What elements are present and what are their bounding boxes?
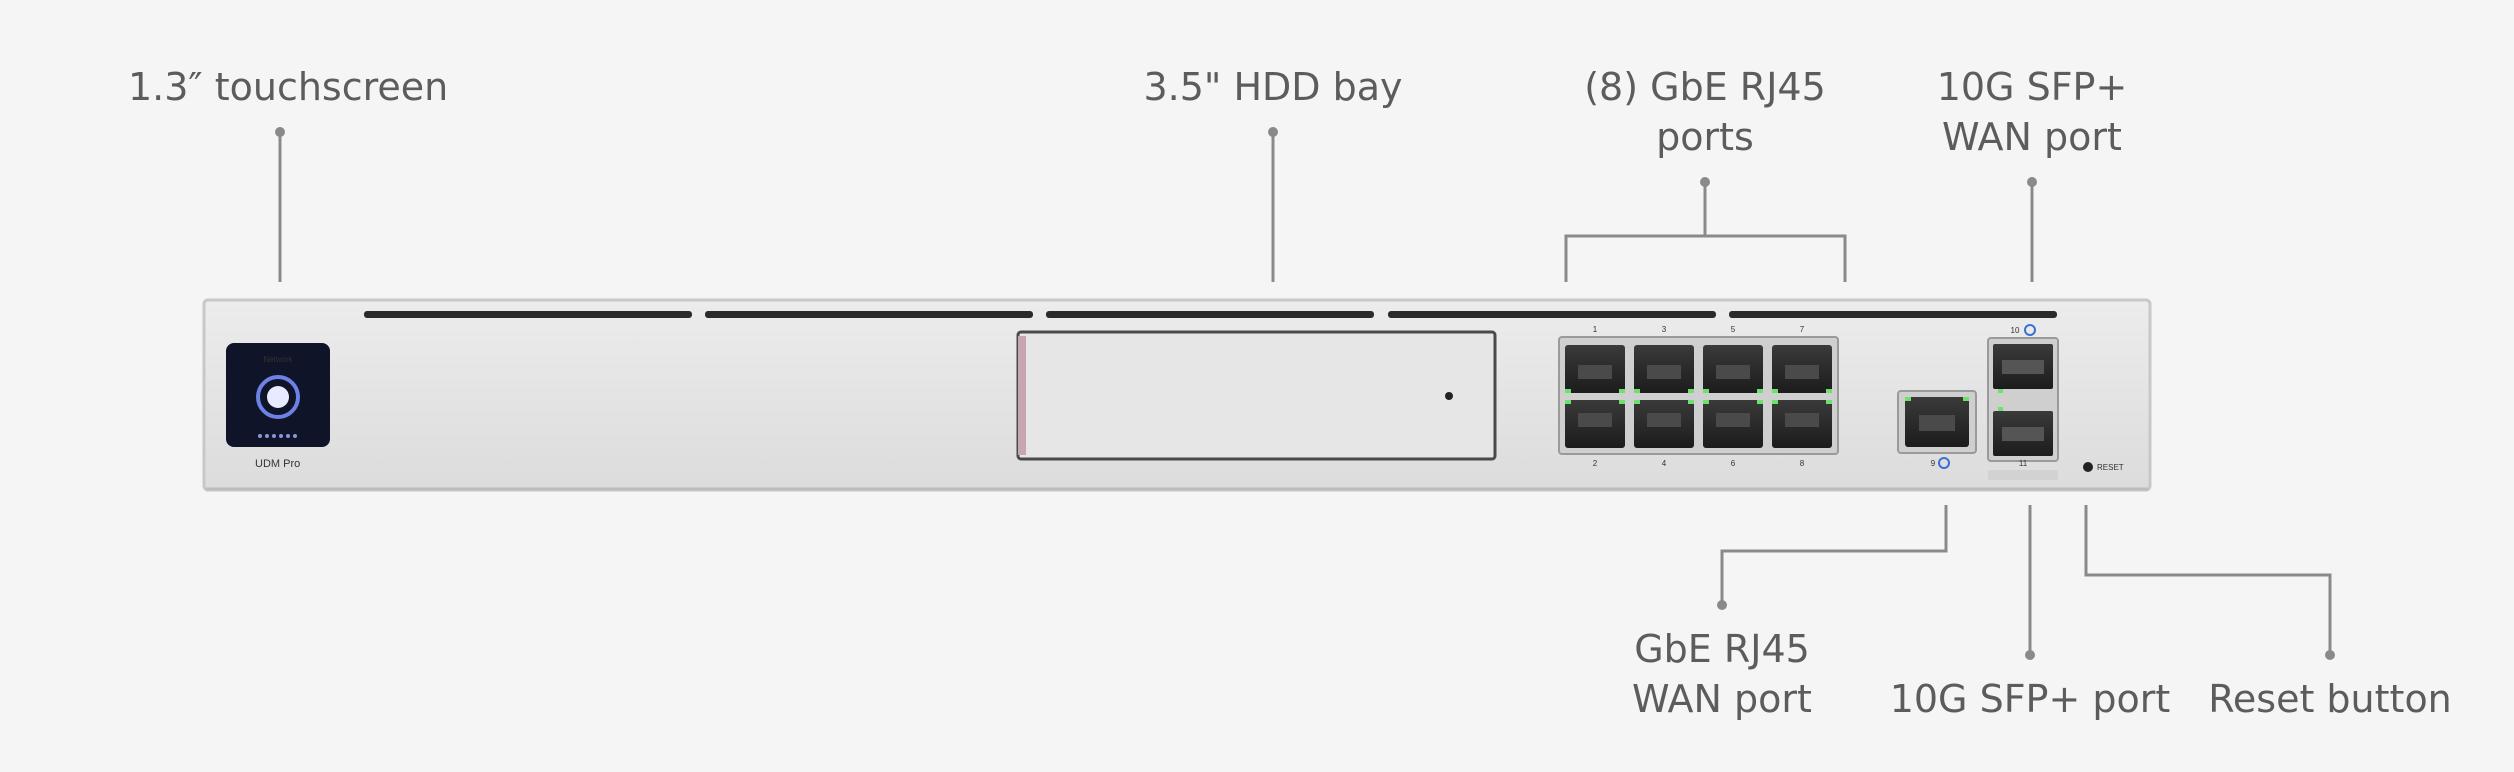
- callout-hdd-bay: 3.5" HDD bay: [1118, 62, 1428, 112]
- leader-dot: [1700, 177, 1710, 187]
- port-number: 4: [1662, 459, 1667, 468]
- hdd-led: [1445, 392, 1453, 400]
- port-number: 3: [1662, 325, 1667, 334]
- lan-port[interactable]: [1565, 345, 1625, 393]
- lan-port[interactable]: [1772, 345, 1832, 393]
- callout-line: Reset button: [2208, 677, 2452, 721]
- lan-port[interactable]: [1703, 400, 1763, 448]
- callout-touchscreen: 1.3″ touchscreen: [128, 62, 449, 112]
- sfp-top-number: 10: [2011, 326, 2020, 335]
- lan-port[interactable]: [1634, 345, 1694, 393]
- screen-ring-icon: [256, 375, 300, 419]
- lan-port[interactable]: [1703, 345, 1763, 393]
- leader-dot: [1268, 127, 1278, 137]
- lan-port-row-top: [1565, 345, 1832, 393]
- callout-lan-ports: (8) GbE RJ45 ports: [1545, 62, 1865, 162]
- callout-line: 1.3″ touchscreen: [128, 65, 449, 109]
- port-number: 6: [1731, 459, 1736, 468]
- callout-line: 3.5" HDD bay: [1143, 65, 1403, 109]
- screen-title: Network: [263, 355, 293, 364]
- leader-reset: [2084, 505, 2332, 655]
- lan-port[interactable]: [1772, 400, 1832, 448]
- reset-button[interactable]: [2083, 462, 2093, 472]
- touchscreen[interactable]: Network: [226, 343, 330, 447]
- callout-line: GbE RJ45: [1634, 627, 1810, 671]
- callout-line: ports: [1656, 115, 1754, 159]
- vent-slots: [364, 311, 2057, 318]
- sfp-status-bar: [1988, 470, 2058, 480]
- leader-dot: [1717, 600, 1727, 610]
- sfp-bottom-number: 11: [2019, 459, 2028, 468]
- callout-line: (8) GbE RJ45: [1584, 65, 1826, 109]
- leader-lan-bracket: [1564, 234, 1847, 282]
- lan-port[interactable]: [1565, 400, 1625, 448]
- callout-rj45-wan: GbE RJ45 WAN port: [1582, 624, 1862, 724]
- model-label: UDM Pro: [255, 458, 300, 470]
- sfp-port[interactable]: [1993, 407, 2053, 456]
- reset-label: RESET: [2097, 463, 2124, 472]
- callout-reset: Reset button: [2180, 674, 2480, 724]
- leader-rj45-wan: [1720, 505, 1948, 605]
- wan-port-number: 9: [1931, 459, 1936, 468]
- lan-port-block: 1 3 5 7 2 4 6 8: [1558, 325, 1839, 468]
- port-number: 2: [1593, 459, 1598, 468]
- port-number: 5: [1731, 325, 1736, 334]
- callout-line: WAN port: [1632, 677, 1812, 721]
- wan-link-icon: [1938, 457, 1950, 469]
- port-number: 8: [1800, 459, 1805, 468]
- sfp-wan-port[interactable]: [1993, 344, 2053, 393]
- callout-line: 10G SFP+: [1936, 65, 2128, 109]
- lan-port[interactable]: [1634, 400, 1694, 448]
- rj45-wan-port[interactable]: [1897, 390, 1977, 454]
- hdd-bay[interactable]: [1016, 330, 1497, 461]
- callout-sfp-port: 10G SFP+ port: [1880, 674, 2180, 724]
- port-number: 7: [1800, 325, 1805, 334]
- callout-line: WAN port: [1942, 115, 2122, 159]
- callout-line: 10G SFP+ port: [1889, 677, 2171, 721]
- leader-lines: [275, 127, 2335, 660]
- leader-dot: [2025, 650, 2035, 660]
- leader-dot: [275, 127, 285, 137]
- callout-sfp-wan: 10G SFP+ WAN port: [1890, 62, 2174, 162]
- lan-port-row-bottom: [1565, 400, 1832, 448]
- leader-dot: [2027, 177, 2037, 187]
- port-number: 1: [1593, 325, 1598, 334]
- sfp-link-icon: [2024, 324, 2036, 336]
- leader-dot: [2325, 650, 2335, 660]
